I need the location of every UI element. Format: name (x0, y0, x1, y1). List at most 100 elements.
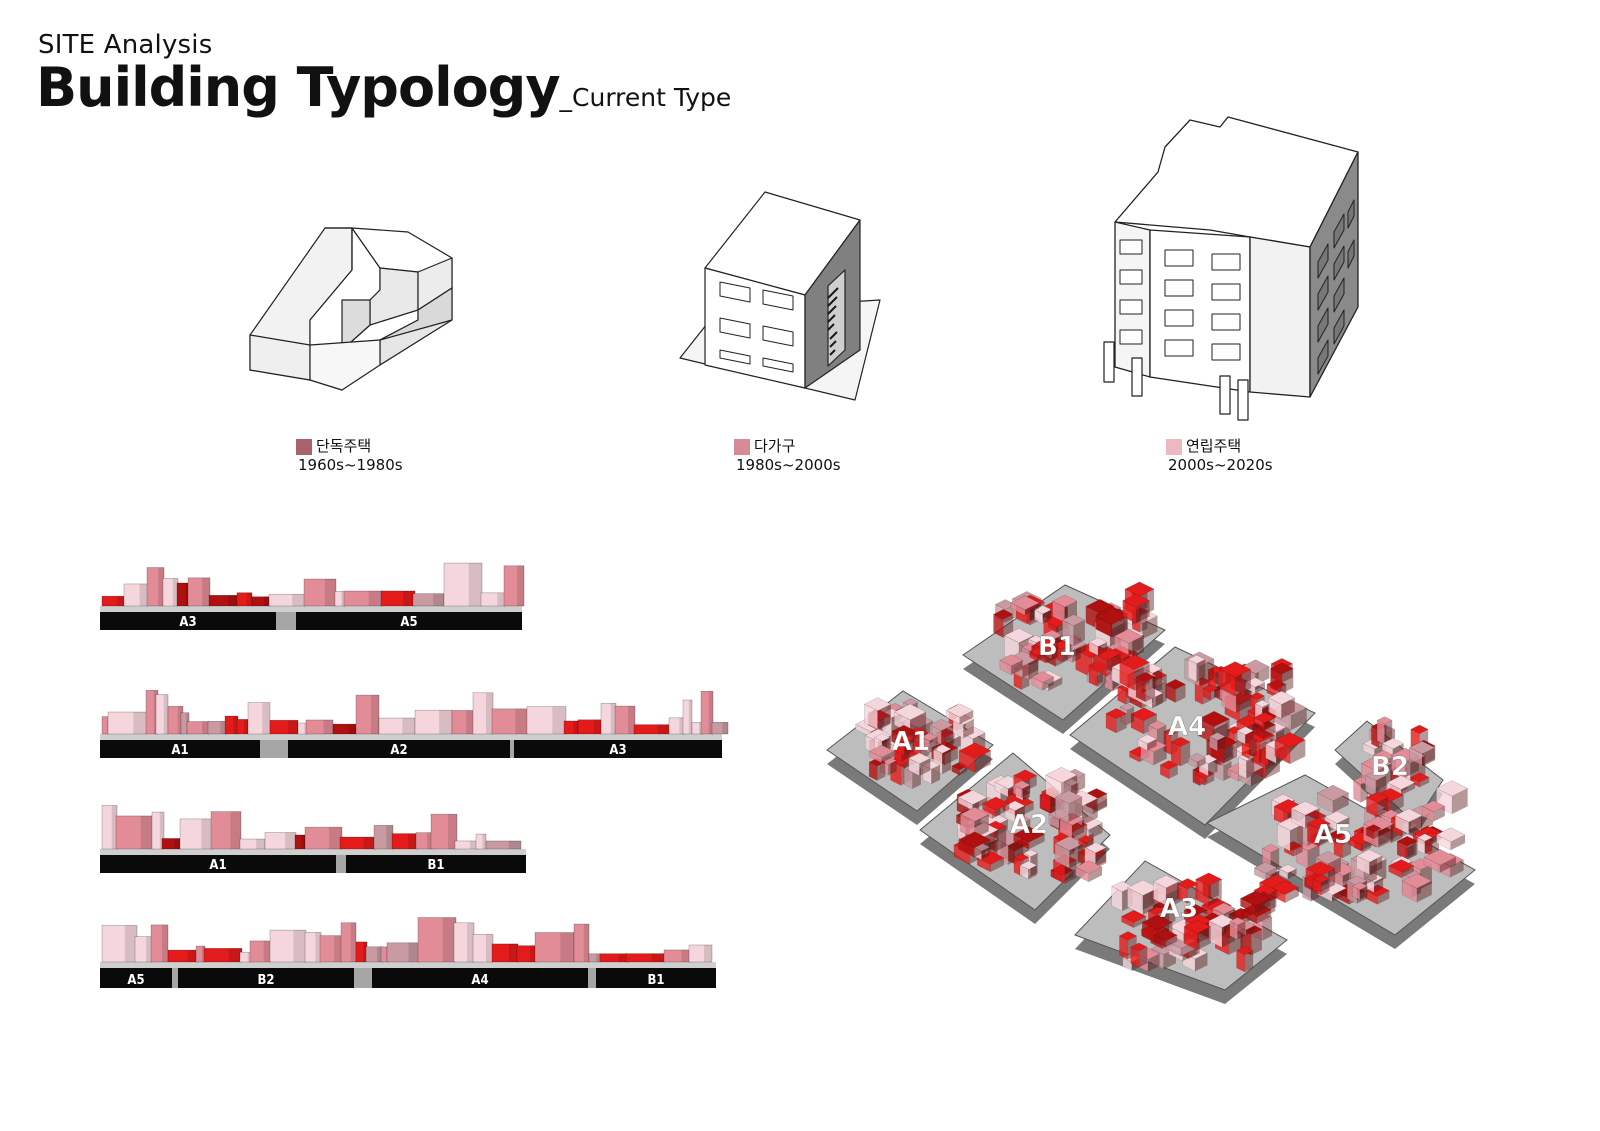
building-roof (1183, 904, 1208, 917)
building-side-shade (1255, 682, 1265, 694)
building-shadow (497, 592, 506, 606)
building-side (1093, 653, 1108, 677)
building-side-shade (1424, 837, 1433, 855)
building-side-shade (1145, 677, 1156, 702)
building-roof (1435, 780, 1469, 797)
building-mass (187, 577, 211, 607)
building-side-shade (1378, 823, 1394, 848)
building-mass (150, 924, 169, 963)
building-side-shade (1422, 747, 1435, 766)
building-roof (1229, 917, 1246, 926)
building-side-shade (1337, 817, 1350, 831)
block-segment-label: A3 (609, 743, 626, 758)
building-side-shade (931, 764, 941, 785)
building-shadow (324, 579, 336, 606)
building-side (1307, 822, 1320, 847)
building-shadow (573, 720, 578, 734)
building-side-shade (1359, 886, 1368, 900)
building-side-shade (1255, 898, 1271, 914)
building-side-shade (1197, 926, 1211, 951)
building-shadow (482, 834, 486, 849)
building-side-shade (1217, 736, 1226, 752)
block-segment-label: A5 (127, 973, 144, 988)
building-mass (700, 690, 714, 735)
building-side (1182, 952, 1196, 972)
building-side (1052, 644, 1063, 663)
building-roof (1317, 880, 1348, 896)
building-roof (1212, 902, 1236, 915)
block-segment-label: A5 (400, 615, 417, 630)
building-side-shade (1377, 890, 1390, 905)
building-side-shade (877, 762, 886, 781)
building-roof (1119, 654, 1151, 671)
building-side-shade (1250, 767, 1264, 787)
building-side-shade (1433, 806, 1445, 822)
building-mass (269, 929, 307, 963)
building-mass (503, 565, 525, 607)
building-side (1095, 616, 1112, 638)
building-side-shade (1180, 741, 1191, 767)
building-side-shade (1152, 668, 1163, 694)
building-side (1291, 807, 1306, 829)
building-shadow (363, 837, 376, 849)
building-side-shade (1152, 693, 1163, 709)
building-side-shade (1112, 614, 1128, 638)
block-segment-label: A1 (171, 743, 188, 758)
building-side (1183, 926, 1198, 951)
building-side-shade (1175, 684, 1186, 703)
building-side-shade (974, 814, 989, 839)
building-side-shade (1439, 857, 1456, 873)
building-side (1135, 676, 1146, 703)
building-side (1238, 756, 1247, 780)
building-side-shade (1293, 845, 1303, 857)
building-side-shade (1318, 823, 1331, 847)
building-side-shade (1235, 669, 1251, 697)
building-shadow (439, 710, 452, 734)
building-side (1119, 935, 1129, 960)
building-side-shade (1401, 865, 1414, 878)
building-side-shade (1405, 844, 1414, 859)
legend-item-detached: 단독주택 1960s~1980s (296, 437, 403, 475)
building-side-shade (1287, 868, 1297, 880)
building-side (1242, 909, 1258, 925)
building-roof (1267, 690, 1296, 705)
building-side-shade (1148, 953, 1160, 972)
building-side-shade (1021, 784, 1031, 798)
building-mass (115, 815, 155, 850)
building-side-shade (972, 797, 988, 811)
building-roof (1012, 780, 1031, 790)
building-roof (908, 752, 931, 764)
block-segment (178, 968, 354, 988)
building-side (1274, 739, 1291, 765)
building-side-shade (1042, 609, 1051, 622)
site-block-label: B1 (1038, 632, 1076, 662)
building-side (1160, 764, 1170, 780)
building-side (1436, 834, 1452, 851)
building-side-shade (1377, 797, 1389, 818)
building-side-shade (1246, 756, 1255, 779)
building-mass (430, 813, 458, 850)
building-side-shade (1136, 600, 1150, 624)
building-shadow (292, 594, 305, 606)
building-side-shade (1249, 739, 1257, 759)
page-subtitle: SITE Analysis (38, 30, 213, 60)
building-shadow (163, 694, 168, 734)
building-side-shade (1210, 878, 1219, 900)
building-side (1219, 669, 1236, 697)
building-side-shade (1028, 658, 1039, 680)
page-title-main: Building Typology (36, 56, 561, 119)
building-shadow (116, 596, 125, 606)
building-shadow (201, 946, 205, 962)
legend-type-name: 다가구 (754, 437, 796, 455)
building-side-shade (1023, 819, 1031, 832)
building-roof (1305, 861, 1336, 877)
building-roof (1244, 677, 1266, 688)
building-side-shade (1384, 720, 1393, 745)
building-side-shade (1416, 880, 1432, 903)
building-shadow (688, 699, 692, 734)
building-side (1195, 878, 1209, 907)
building-side-shade (1263, 897, 1276, 917)
legend-swatch (734, 438, 750, 455)
building-side (1119, 661, 1135, 691)
